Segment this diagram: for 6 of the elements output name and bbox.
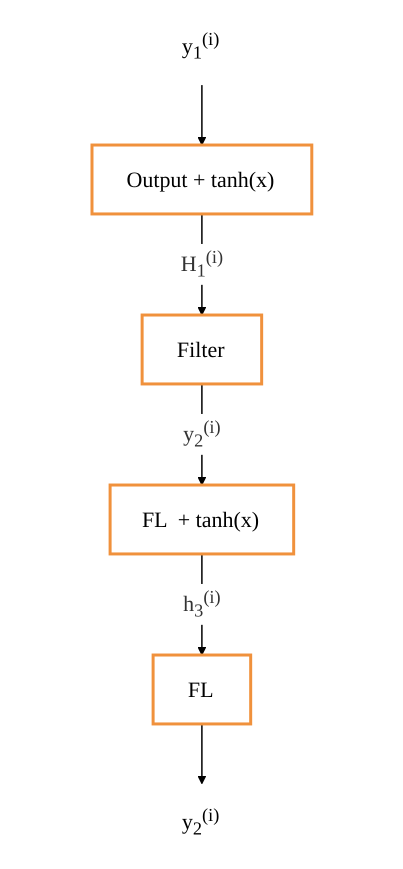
arrow	[197, 85, 206, 146]
process-box: FL + tanh(x)	[108, 484, 295, 556]
process-box: FL	[151, 654, 252, 726]
arrow	[197, 724, 206, 784]
process-box: Filter	[140, 314, 263, 386]
process-box: Output + tanh(x)	[90, 144, 313, 216]
